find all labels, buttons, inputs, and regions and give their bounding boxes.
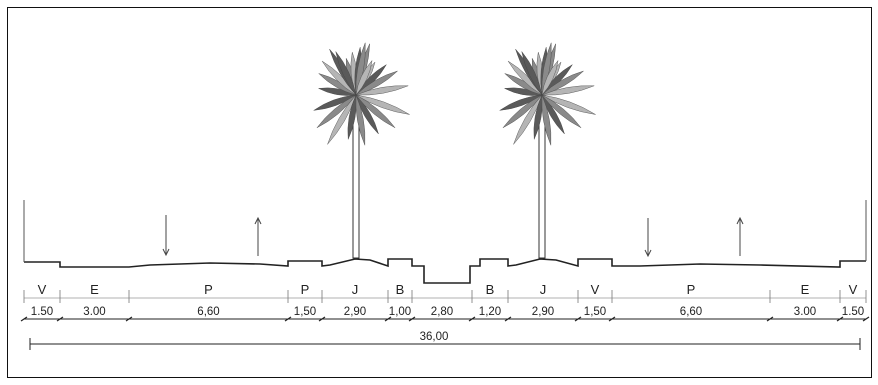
segment-width-label: 2,80	[431, 306, 453, 318]
segment-code-label: P	[301, 282, 310, 297]
segment-width-label: 2,90	[532, 306, 554, 318]
dimension-tick	[504, 316, 512, 322]
segment-label-layer: V 1.50 E 3.00 P 6,60 P 1,50 J 2,90 B 1,00 2,80 B 1,20 J…	[31, 282, 864, 318]
dimension-tick	[408, 316, 416, 322]
segment-width-label: 6,60	[197, 306, 219, 318]
segment-width-label: 3.00	[83, 306, 105, 318]
drawing-frame	[7, 7, 872, 378]
segment-width-label: 1,50	[294, 306, 316, 318]
segment-code-label: J	[352, 282, 359, 297]
segment-code-label: E	[801, 282, 810, 297]
palm-frond	[355, 59, 373, 96]
palm-tree-icon	[498, 42, 596, 259]
dimension-tick	[125, 316, 133, 322]
segment-code-label: P	[204, 282, 213, 297]
palm-frond	[355, 94, 396, 128]
dimension-tick	[836, 316, 844, 322]
dimension-tick	[468, 316, 476, 322]
dimension-tick	[56, 316, 64, 322]
segment-code-label: V	[849, 282, 858, 297]
arrow-down-icon	[162, 215, 170, 257]
palm-frond	[355, 85, 409, 96]
segment-width-label: 3.00	[794, 306, 816, 318]
palm-frond	[335, 51, 357, 96]
segment-width-label: 1.50	[31, 306, 53, 318]
dimension-tick	[284, 316, 292, 322]
palm-frond	[355, 94, 366, 146]
dimension-tick	[766, 316, 774, 322]
segment-width-label: 1,00	[389, 306, 411, 318]
palm-tree-icon	[312, 42, 410, 259]
arrow-up-icon	[254, 216, 262, 256]
segment-width-label: 6,60	[680, 306, 702, 318]
dimension-tick	[574, 316, 582, 322]
total-width-label: 36,00	[420, 331, 449, 343]
dimension-tick	[862, 316, 870, 322]
segment-code-label: P	[687, 282, 696, 297]
dimension-tick	[384, 316, 392, 322]
segment-width-label: 2,90	[344, 306, 366, 318]
palm-frond	[327, 94, 357, 145]
segment-width-label: 1,20	[479, 306, 501, 318]
palm-frond	[541, 94, 552, 146]
segment-width-label: 1,50	[584, 306, 606, 318]
arrow-up-icon	[736, 216, 744, 256]
segment-code-label: V	[591, 282, 600, 297]
palm-frond	[541, 59, 559, 96]
palm-frond	[355, 94, 410, 115]
palm-frond	[541, 85, 595, 96]
palm-frond	[521, 51, 543, 96]
segment-code-label: E	[90, 282, 99, 297]
palm-frond	[541, 94, 582, 128]
dimension-tick	[20, 316, 28, 322]
palm-frond	[513, 94, 543, 145]
palm-frond	[541, 94, 596, 115]
segment-code-label: B	[486, 282, 495, 297]
ground-profile	[24, 258, 866, 284]
palm-frond	[502, 94, 543, 128]
segment-code-label: B	[396, 282, 405, 297]
dimension-tick	[318, 316, 326, 322]
palm-frond	[316, 94, 357, 128]
arrow-down-icon	[644, 218, 652, 258]
segment-code-label: J	[540, 282, 547, 297]
segment-width-label: 1.50	[842, 306, 864, 318]
segment-code-label: V	[38, 282, 47, 297]
dimension-tick	[608, 316, 616, 322]
dimension-layer	[20, 290, 870, 322]
